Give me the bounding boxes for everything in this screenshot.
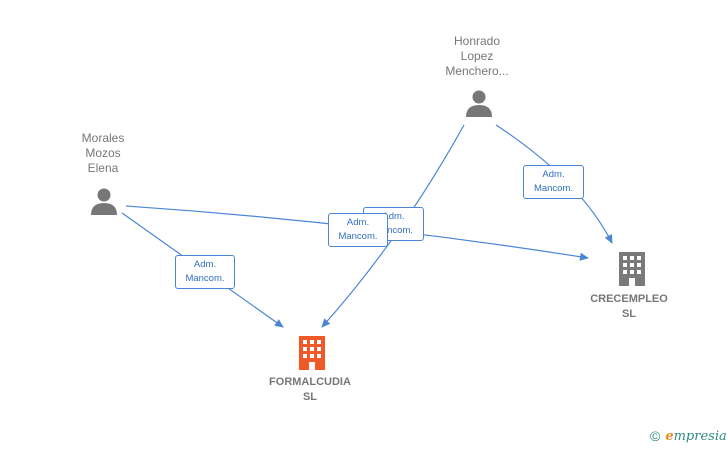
person-name-morales: Morales Mozos Elena [53, 131, 153, 176]
building-icon[interactable] [296, 336, 328, 370]
edge-label-morales-formalcudia[interactable]: Adm. Mancom. [175, 255, 235, 289]
person-name-line: Honrado [453, 34, 501, 48]
company-name-line: CRECEMPLEO [590, 293, 668, 305]
company-name-formalcudia[interactable]: FORMALCUDIA SL [240, 375, 380, 405]
person-name-line: Mozos [85, 146, 121, 160]
person-icon[interactable] [89, 186, 119, 216]
person-name-line: Morales [81, 131, 125, 145]
brand-logo: empresia [665, 429, 726, 444]
building-icon[interactable] [616, 252, 648, 286]
company-name-line: SL [621, 308, 637, 320]
edge-label-line: Adm. [346, 217, 370, 228]
copyright-icon: © [650, 428, 661, 444]
person-name-line: Lopez [460, 49, 494, 63]
edge-label-line: Adm. [542, 169, 565, 180]
edge-label-line: Mancom. [533, 183, 574, 194]
company-name-line: FORMALCUDIA [269, 376, 351, 388]
brand-logo-rest: mpresia [673, 428, 727, 444]
edge-label-line: Adm. [382, 211, 405, 222]
person-name-line: Menchero... [445, 64, 509, 78]
edge-label-line: Mancom. [185, 273, 225, 284]
edge-label-line: Adm. [193, 259, 217, 270]
copyright-watermark: © empresia [650, 428, 727, 444]
edge-label-line: Mancom. [373, 225, 414, 236]
person-name-honrado: Honrado Lopez Menchero... [427, 34, 527, 79]
edge-label-line: Mancom. [338, 231, 378, 242]
edge-label-morales-crecempleo[interactable]: Adm. Mancom. [328, 213, 388, 247]
person-name-line: Elena [87, 161, 119, 175]
edge-label-honrado-crecempleo[interactable]: Adm. Mancom. [523, 165, 584, 199]
brand-logo-initial: e [665, 428, 674, 444]
edge-label-honrado-formalcudia[interactable]: Adm. Mancom. [363, 207, 424, 241]
company-name-line: SL [302, 391, 318, 403]
company-name-crecempleo[interactable]: CRECEMPLEO SL [559, 292, 699, 322]
person-icon[interactable] [464, 88, 494, 118]
